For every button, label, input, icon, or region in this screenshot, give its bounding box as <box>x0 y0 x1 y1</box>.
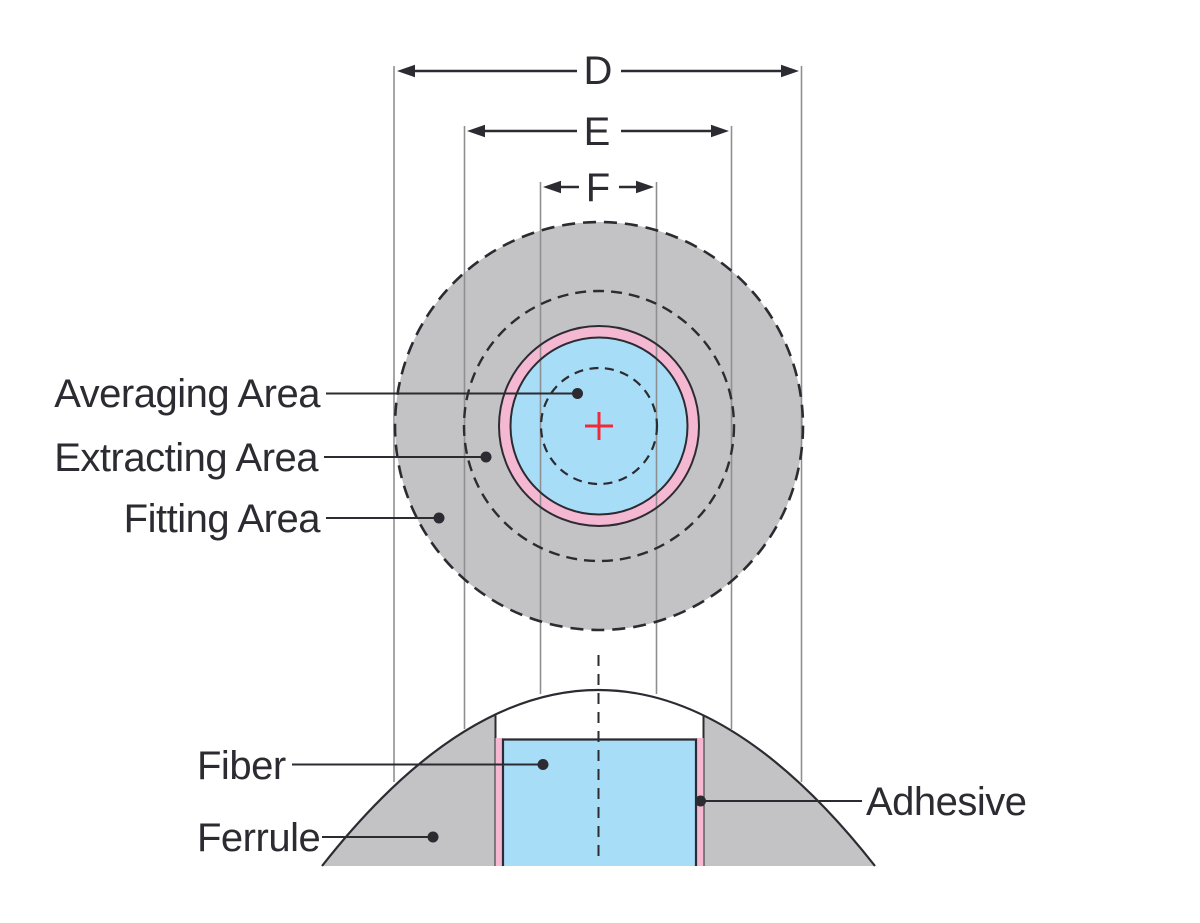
labels: D E F Averaging Area Extracting Area Fit… <box>54 49 1027 860</box>
dim-label-f: F <box>586 166 610 210</box>
dim-label-d: D <box>584 49 613 93</box>
fiber-leader-dot <box>537 759 549 770</box>
adhesive-leader-dot <box>695 795 706 807</box>
averaging-area-dashed-circle <box>539 366 659 486</box>
ferrule-dome-arc <box>321 688 876 867</box>
center-cross-marker <box>585 412 613 440</box>
side-view <box>321 655 876 867</box>
dim-d-arrowhead-right <box>781 64 799 78</box>
dim-d-arrowhead-left <box>397 64 415 78</box>
ferrule-label: Ferrule <box>197 816 320 860</box>
extracting-area-label: Extracting Area <box>54 436 319 480</box>
fitting-leader-dot <box>433 512 445 524</box>
averaging-area-label: Averaging Area <box>54 372 321 416</box>
adhesive-strip-left <box>495 738 503 866</box>
averaging-leader-dot <box>572 388 583 399</box>
dim-e-arrowhead-left <box>467 124 485 138</box>
dim-f-arrowhead-left <box>543 180 561 194</box>
dim-label-e: E <box>584 110 611 154</box>
adhesive-ring-outline <box>498 325 700 527</box>
adhesive-label: Adhesive <box>866 780 1027 824</box>
dim-f-arrowhead-right <box>636 180 654 194</box>
dim-e-arrowhead-right <box>711 124 729 138</box>
end-view-strokes <box>393 220 805 632</box>
extracting-area-dashed-circle <box>462 289 736 563</box>
leader-lines <box>292 388 862 843</box>
extracting-leader-dot <box>480 451 492 463</box>
fitting-area-dashed-border <box>393 220 805 632</box>
fitting-area-label: Fitting Area <box>124 497 322 541</box>
fiber-core-outline <box>509 336 689 516</box>
fiber-label: Fiber <box>197 744 286 788</box>
dimension-lines <box>397 64 799 194</box>
ferrule-leader-dot <box>427 831 439 843</box>
